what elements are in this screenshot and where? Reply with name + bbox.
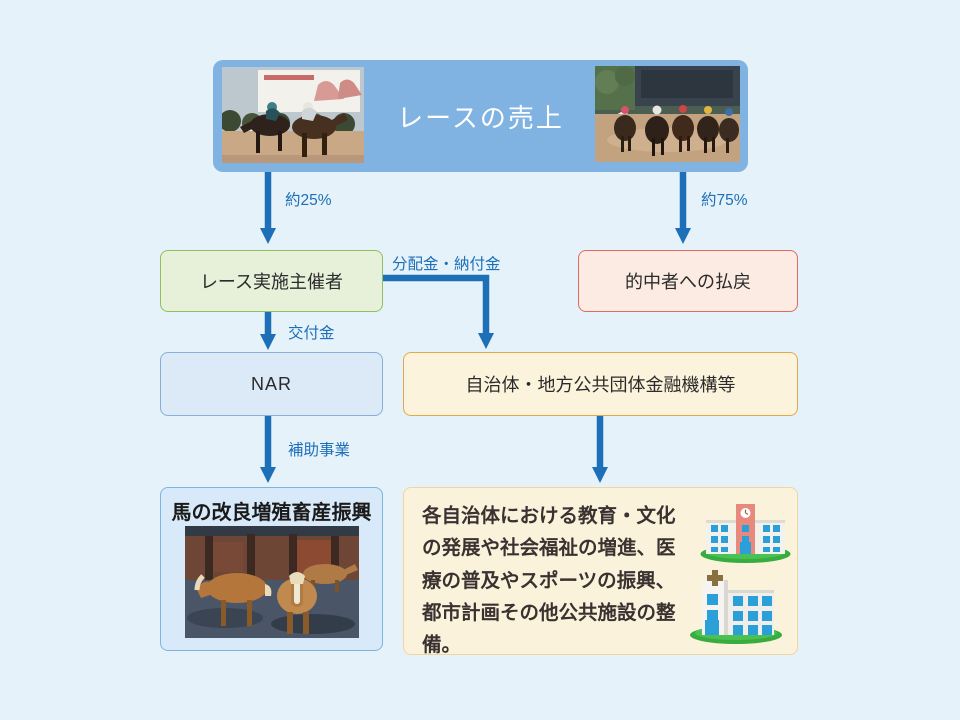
horses-paddock-photo [185,526,359,638]
label-pct-75: 約75% [701,192,748,209]
arrow-organizer-to-municipality [383,274,494,349]
horse-race-pack-photo [595,66,740,162]
horse-race-finish-photo [222,67,364,163]
race-sales-box: レースの売上 [213,60,748,172]
node-municipality: 自治体・地方公共団体金融機構等 [403,352,798,416]
hospital-building-icon [690,570,782,644]
label-pct-25: 約25% [285,192,332,209]
diagram-title: レースの売上 [397,102,564,133]
node-winner-payout: 的中者への払戻 [578,250,798,312]
school-building-icon [700,504,791,563]
node-nar: NAR [160,352,383,416]
label-distribution-payment: 分配金・納付金 [392,256,501,273]
public-use-text: 各自治体における教育・文化の発展や社会福祉の増進、医療の普及やスポーツの振興、都… [422,505,676,657]
node-horse-improvement: 馬の改良増殖畜産振興 [160,487,383,651]
node-race-organizer: レース実施主催者 [160,250,383,312]
label-grant: 交付金 [288,325,335,342]
label-subsidy-program: 補助事業 [288,442,351,459]
horse-improvement-title: 馬の改良増殖畜産振興 [171,502,372,524]
node-public-use: 各自治体における教育・文化の発展や社会福祉の増進、医療の普及やスポーツの振興、都… [403,487,798,656]
